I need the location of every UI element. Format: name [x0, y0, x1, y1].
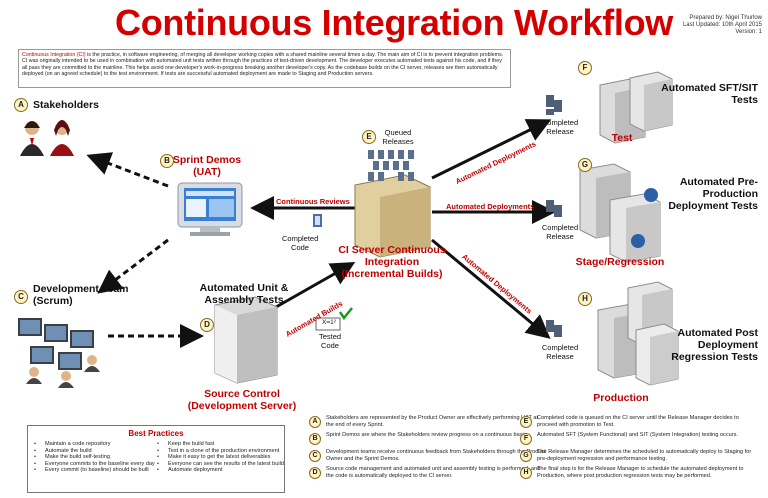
legend-item: Source code management and automated uni… — [326, 466, 541, 479]
postdeploy-label: Automated Post Deployment Regression Tes… — [671, 327, 758, 363]
legend-item: The final step is for the Release Manage… — [537, 466, 744, 479]
prepared-line-3: Version: 1 — [735, 29, 762, 35]
production-servers-icon — [597, 281, 679, 386]
arrow-demo-to-stakeholders — [86, 152, 169, 188]
list-item: Every commit (to baseline) should be bui… — [34, 467, 162, 474]
legend-badge: H — [520, 467, 532, 479]
legend-item: The Release Manager determines the sched… — [537, 449, 752, 462]
sprint-demo-monitor-icon — [177, 182, 243, 236]
release-f-icon — [546, 95, 562, 115]
production-label: Production — [593, 392, 649, 404]
unit-tests-label: Automated Unit & Assembly Tests — [199, 282, 289, 306]
list-item: Everyone commits to the baseline every d… — [34, 461, 162, 468]
completed-release-f: Completed Release — [541, 118, 579, 136]
badge-e: E — [362, 130, 376, 144]
formula-label: X=1² — [322, 319, 336, 326]
completed-code-label: Completed Code — [282, 234, 319, 252]
best-practices-right: Keep the build fast Test in a clone of t… — [157, 441, 285, 474]
release-g-icon — [546, 200, 562, 217]
list-item: Make the build self-testing — [34, 454, 162, 461]
queued-releases-label: Queued Releases — [382, 128, 414, 146]
stage-servers-icon — [579, 163, 661, 263]
best-practices-title: Best Practices — [128, 429, 184, 438]
ci-server-label: CI Server Continuous Integration (Increm… — [338, 244, 446, 280]
source-control-label: Source Control (Development Server) — [187, 388, 297, 412]
preprod-label: Automated Pre-Production Deployment Test… — [668, 176, 758, 212]
arrow-demo-to-devteam — [97, 238, 169, 294]
devteam-icon — [18, 318, 100, 388]
list-item: Maintain a code repository — [34, 441, 162, 448]
arrow-ci-to-production — [431, 238, 551, 339]
badge-d: D — [200, 318, 214, 332]
tested-code-label: Tested Code — [318, 332, 342, 350]
list-item: Make it easy to get the latest deliverab… — [157, 454, 285, 461]
prepared-by: Prepared by: Nigel Thurlow Last Updated:… — [652, 15, 762, 36]
legend-item: Sprint Demos are where the Stakeholders … — [326, 432, 529, 438]
deploy-mid-label: Automated Deployments — [446, 202, 535, 211]
badge-g: G — [578, 158, 592, 172]
intro-highlight: Continuous Integration (CI) — [22, 52, 86, 58]
legend-item: Stakeholders are represented by the Prod… — [326, 415, 539, 428]
stakeholders-label: Stakeholders — [33, 99, 99, 111]
test-servers-icon — [599, 71, 673, 144]
badge-f: F — [578, 61, 592, 75]
list-item: Automate deployment — [157, 467, 285, 474]
devteam-label: Development Team (Scrum) — [33, 283, 129, 307]
test-label: Test — [611, 132, 633, 144]
legend-badge: C — [309, 450, 321, 462]
completed-release-h: Completed Release — [541, 343, 579, 361]
sprint-demos-label: Sprint Demos (UAT) — [172, 154, 242, 178]
legend-badge: B — [309, 433, 321, 445]
continuous-reviews-label: Continuous Reviews — [276, 197, 350, 206]
list-item: Everyone can see the results of the late… — [157, 461, 285, 468]
source-server-icon — [214, 296, 278, 384]
completed-release-g: Completed Release — [541, 223, 579, 241]
ci-server-icon — [354, 174, 431, 258]
prepared-line-2: Last Updated: 10th April 2015 — [682, 22, 762, 28]
badge-h: H — [578, 292, 592, 306]
list-item: Test in a clone of the production enviro… — [157, 448, 285, 455]
release-h-icon — [546, 320, 562, 337]
badge-c: C — [14, 290, 28, 304]
legend-badge: E — [520, 416, 532, 428]
badge-a: A — [14, 98, 28, 112]
list-item: Keep the build fast — [157, 441, 285, 448]
legend-badge: A — [309, 416, 321, 428]
tested-code-icon — [315, 307, 353, 331]
legend-item: Development teams receive continuous fee… — [326, 449, 546, 462]
list-item: Automate the build — [34, 448, 162, 455]
sft-sit-label: Automated SFT/SIT Tests — [661, 82, 758, 106]
intro-box: Continuous Integration (CI) is the pract… — [18, 49, 511, 88]
legend-badge: F — [520, 433, 532, 445]
arrow-ci-to-test — [431, 119, 552, 180]
completed-code-icon — [313, 214, 322, 227]
queued-releases-icon — [368, 150, 414, 181]
legend-badge: D — [309, 467, 321, 479]
legend-badge: G — [520, 450, 532, 462]
page-title: Continuous Integration Workflow — [115, 2, 673, 43]
prepared-line-1: Prepared by: Nigel Thurlow — [689, 15, 762, 21]
stage-label: Stage/Regression — [575, 256, 665, 268]
legend-item: Completed code is queued on the CI serve… — [537, 415, 739, 428]
stakeholders-icon — [20, 120, 74, 156]
badge-b: B — [160, 154, 174, 168]
intro-text: is the practice, in software engineering… — [22, 52, 504, 78]
legend-item: Automated SFT (System Functional) and SI… — [537, 432, 738, 438]
best-practices-left: Maintain a code repository Automate the … — [34, 441, 162, 474]
